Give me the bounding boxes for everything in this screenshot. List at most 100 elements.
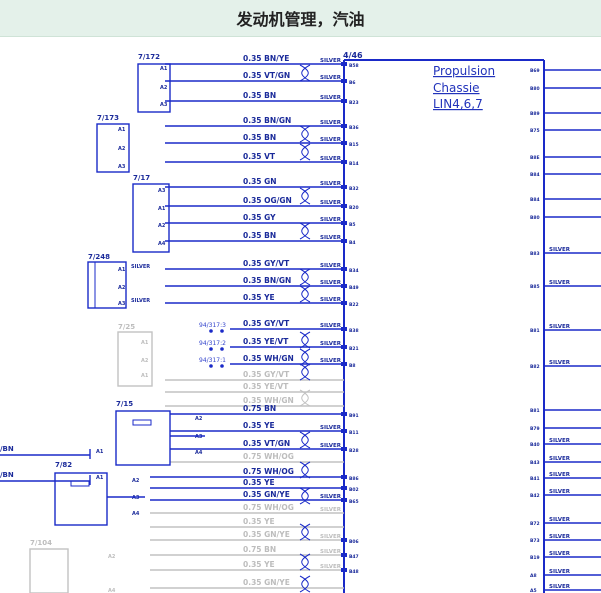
shield-label: SILVER xyxy=(320,323,342,329)
twisted-pair-symbol xyxy=(301,125,311,143)
ecu-pin-label: B79 xyxy=(530,426,540,432)
pin-label: A3 xyxy=(132,495,140,501)
shield-label: SILVER xyxy=(320,297,342,303)
twisted-pair-symbol xyxy=(301,143,311,161)
wire-label: 0.35 BN xyxy=(243,133,276,142)
component-7-173 xyxy=(96,123,130,173)
component-ref: 7/25 xyxy=(118,323,135,331)
ecu-pin-label: B23 xyxy=(349,100,359,106)
twisted-pair-symbol xyxy=(299,348,309,366)
shield-label: SILVER xyxy=(320,280,342,286)
wire-label: 0.35 GN/YE xyxy=(243,530,290,539)
ecu-pin-marker xyxy=(341,429,347,433)
twisted-pair-symbol xyxy=(301,64,311,82)
shield-label: SILVER xyxy=(320,58,342,64)
pin-label: A3 xyxy=(118,301,126,307)
ecu-pin-label: B28 xyxy=(349,448,359,454)
ecu-pin-label: B65 xyxy=(349,499,359,505)
ecu-pin-label: B38 xyxy=(349,328,359,334)
component-ref: 7/15 xyxy=(116,400,133,408)
ecu-pin-label: B43 xyxy=(530,460,540,466)
pin-label: A1 xyxy=(96,475,104,481)
ecu-name-line: LIN4,6,7 xyxy=(433,97,483,111)
ecu-pin-marker xyxy=(341,345,347,349)
ecu-pin-label: B91 xyxy=(349,413,359,419)
twisted-pair-symbol xyxy=(301,222,311,240)
component-ref: 7/173 xyxy=(97,114,119,122)
ecu-pin-marker xyxy=(341,498,347,502)
shield-label: SILVER xyxy=(320,443,342,449)
ecu-pin-label: B4 xyxy=(349,240,356,246)
twisted-pair-symbol xyxy=(301,523,311,541)
twisted-pair-symbol xyxy=(301,363,311,381)
right-shield-label: SILVER xyxy=(549,584,571,590)
right-shield-label: SILVER xyxy=(549,247,571,253)
shield-label: SILVER xyxy=(320,507,342,513)
component-7-25 xyxy=(117,331,153,387)
wire-label: 0.75 BN xyxy=(243,404,276,413)
ecu-pin-label: B89 xyxy=(530,111,540,117)
ecu-pin-marker xyxy=(341,568,347,572)
ecu-pin-label: B81 xyxy=(530,328,540,334)
twisted-pair-symbol xyxy=(299,487,309,505)
wire-label: 0.75 WH/OG xyxy=(243,452,294,461)
ecu-pin-label: B47 xyxy=(349,554,359,560)
pin-label: A2 xyxy=(118,285,126,291)
ecu-pin-label: B85 xyxy=(530,284,540,290)
ecu-pin-label: B8E xyxy=(530,155,540,161)
ecu-pin-label: B21 xyxy=(349,346,359,352)
ecu-pin-label: B72 xyxy=(530,521,540,527)
wire-label: 0.35 YE/VT xyxy=(243,337,289,346)
ecu-pin-label: A8 xyxy=(530,573,537,579)
ecu-pin-marker xyxy=(341,475,347,479)
ecu-pin-label: B73 xyxy=(530,538,540,544)
pin-label: A2 xyxy=(132,478,140,484)
ecu-pin-label: B75 xyxy=(530,128,540,134)
ecu-pin-label: B8 xyxy=(349,363,356,369)
shield-label: SILVER xyxy=(320,549,342,555)
pin-label: A2 xyxy=(108,554,116,560)
right-shield-label: SILVER xyxy=(549,472,571,478)
shield-label: SILVER xyxy=(320,341,342,347)
right-shield-label: SILVER xyxy=(549,456,571,462)
pin-label: A2 xyxy=(141,358,149,364)
ecu-pin-marker xyxy=(341,362,347,366)
ecu-pin-label: B34 xyxy=(349,268,359,274)
pin-label: A4 xyxy=(158,241,166,247)
ecu-pin-label: B69 xyxy=(530,68,540,74)
wire-label: 0.35 BN/YE xyxy=(243,54,289,63)
right-shield-label: SILVER xyxy=(549,280,571,286)
twisted-pair-symbol xyxy=(301,331,311,349)
ecu-pin-label: B58 xyxy=(349,63,359,69)
wire-label: 0.35 YE/VT xyxy=(243,382,289,391)
wire-label: 0.35 WH/GN xyxy=(243,396,294,405)
pin-label: A1 xyxy=(141,340,149,346)
ecu-pin-label: B48 xyxy=(349,569,359,575)
wire-label: 0.35 GY/VT xyxy=(243,370,290,379)
wire-label: 0.75 BN xyxy=(243,545,276,554)
ecu-pin-marker xyxy=(341,267,347,271)
ecu-pin-label: A5 xyxy=(530,588,537,593)
connector-pin xyxy=(209,364,213,368)
ecu-pin-label: B40 xyxy=(530,442,540,448)
wire-label: 0.35 GN/YE xyxy=(243,578,290,587)
ecu-name-line: Propulsion xyxy=(433,64,495,78)
ecu-pin-marker xyxy=(341,301,347,305)
ecu-pin-label: B42 xyxy=(530,493,540,499)
ecu-pin-marker xyxy=(341,79,347,83)
twisted-pair-symbol xyxy=(299,187,309,205)
ecu-pin-label: B19 xyxy=(530,555,540,561)
diagram-title-bar: 发动机管理，汽油 xyxy=(0,0,601,37)
component-symbol xyxy=(132,419,152,426)
ecu-pin-label: B81 xyxy=(530,408,540,414)
pin-label: A1 xyxy=(118,267,126,273)
wire-label: 0.35 BN/GN xyxy=(243,116,291,125)
connector-ref: 94/317:1 xyxy=(199,357,226,364)
connector-pin xyxy=(209,329,213,333)
ecu-pin-label: B84 xyxy=(530,172,540,178)
twisted-pair-symbol xyxy=(299,268,309,286)
pin-label: A1 xyxy=(118,127,126,133)
ecu-ref: 4/46 xyxy=(343,51,363,60)
